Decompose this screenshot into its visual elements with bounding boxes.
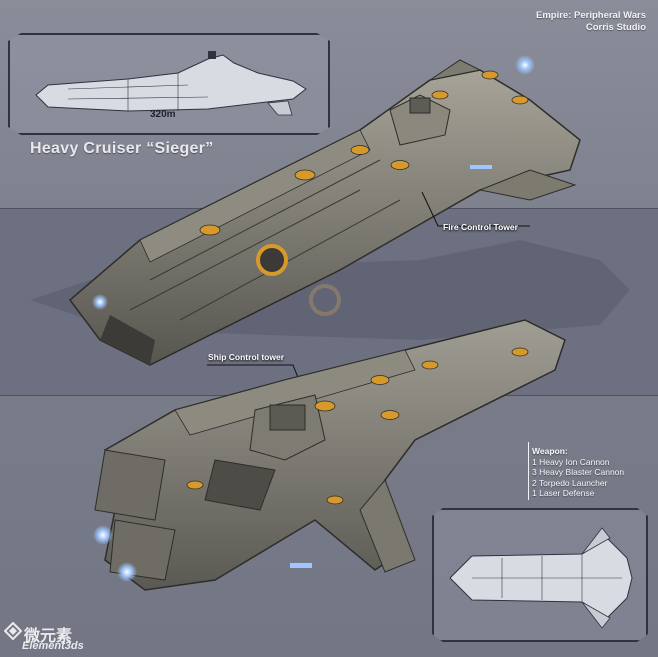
weapon-item: 1 Laser Defense bbox=[532, 488, 595, 498]
ship-name-title: Heavy Cruiser “Sieger” bbox=[30, 140, 214, 157]
top-down-drawing bbox=[449, 527, 633, 629]
weapon-item: 2 Torpedo Launcher bbox=[532, 477, 608, 488]
watermark-logo-icon bbox=[4, 622, 22, 640]
watermark-cn: 微元素 bbox=[24, 628, 73, 645]
ship-bottom-view bbox=[93, 319, 566, 591]
scale-label: 320m bbox=[150, 109, 176, 120]
weapon-item: 3 Heavy Blaster Cannon bbox=[532, 467, 625, 477]
weapon-item: 1 Heavy Ion Cannon bbox=[532, 456, 610, 467]
side-profile-drawing bbox=[35, 51, 307, 116]
weapons-list: Weapon: 1 Heavy Ion Cannon 3 Heavy Blast… bbox=[532, 446, 624, 499]
fire-control-label: Fire Control Tower bbox=[443, 222, 518, 232]
weapons-title: Weapon: bbox=[532, 446, 568, 456]
studio-credit: Empire: Peripheral Wars Corris Studio bbox=[536, 10, 646, 34]
watermark-en: Element3ds bbox=[22, 640, 84, 652]
studio-line-1: Empire: Peripheral Wars bbox=[536, 10, 646, 21]
fire-control-callout-line bbox=[421, 191, 530, 227]
studio-line-2: Corris Studio bbox=[585, 22, 646, 33]
ship-top-view bbox=[68, 55, 581, 366]
ship-control-label: Ship Control tower bbox=[208, 352, 285, 362]
weapons-divider bbox=[528, 442, 529, 500]
